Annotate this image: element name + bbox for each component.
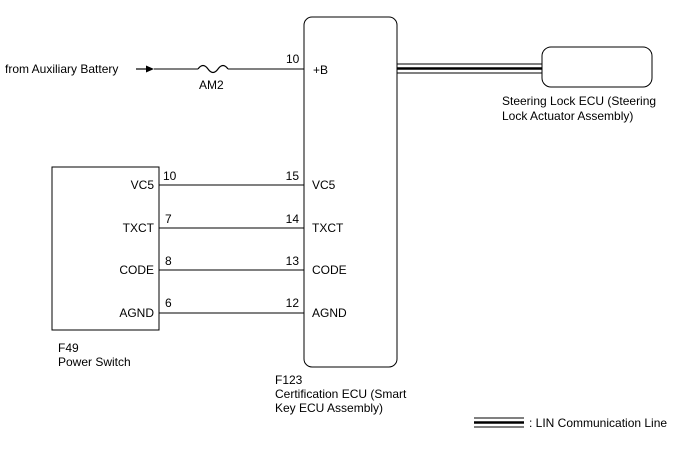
cert-pin-b-number: 10: [286, 52, 300, 66]
cert-pin-number-agnd: 12: [286, 296, 300, 310]
cert-pin-number-code: 13: [286, 254, 300, 268]
ps-pin-name-code: CODE: [119, 263, 154, 277]
ps-pin-name-txct: TXCT: [123, 221, 155, 235]
cert-pin-number-vc5: 15: [286, 169, 300, 183]
legend-label: : LIN Communication Line: [529, 416, 667, 430]
fuse-icon: [197, 64, 229, 74]
cert-pin-name-code: CODE: [312, 263, 347, 277]
steering-lock-ecu-box: [541, 46, 653, 88]
arrow-right-icon: [136, 65, 154, 73]
cert-pin-name-txct: TXCT: [312, 221, 344, 235]
cert-pin-name-vc5: VC5: [312, 178, 336, 192]
power-switch-code: F49: [58, 341, 79, 355]
ps-pin-number-code: 8: [165, 254, 172, 268]
power-switch-box: [51, 166, 160, 331]
cert-ecu-name-line1: Certification ECU (Smart: [275, 387, 407, 401]
source-label: from Auxiliary Battery: [5, 62, 118, 76]
certification-ecu-box: [303, 16, 398, 368]
ps-pin-number-agnd: 6: [165, 296, 172, 310]
cert-ecu-name-line2: Key ECU Assembly): [275, 401, 383, 415]
power-switch-name: Power Switch: [58, 355, 131, 369]
ps-pin-name-agnd: AGND: [119, 306, 154, 320]
cert-pin-b-name: +B: [313, 63, 328, 77]
lin-line: [397, 63, 542, 74]
steering-ecu-name-line1: Steering Lock ECU (Steering: [502, 94, 656, 108]
cert-ecu-code: F123: [275, 373, 303, 387]
cert-pin-number-txct: 14: [286, 212, 300, 226]
fuse-label: AM2: [199, 78, 224, 92]
cert-pin-name-agnd: AGND: [312, 306, 347, 320]
legend-lin-symbol: [474, 417, 524, 428]
ps-pin-number-txct: 7: [165, 212, 172, 226]
ps-pin-name-vc5: VC5: [131, 178, 155, 192]
steering-ecu-name-line2: Lock Actuator Assembly): [502, 109, 633, 123]
signal-wires: [159, 184, 304, 314]
ps-pin-number-vc5: 10: [163, 169, 177, 183]
